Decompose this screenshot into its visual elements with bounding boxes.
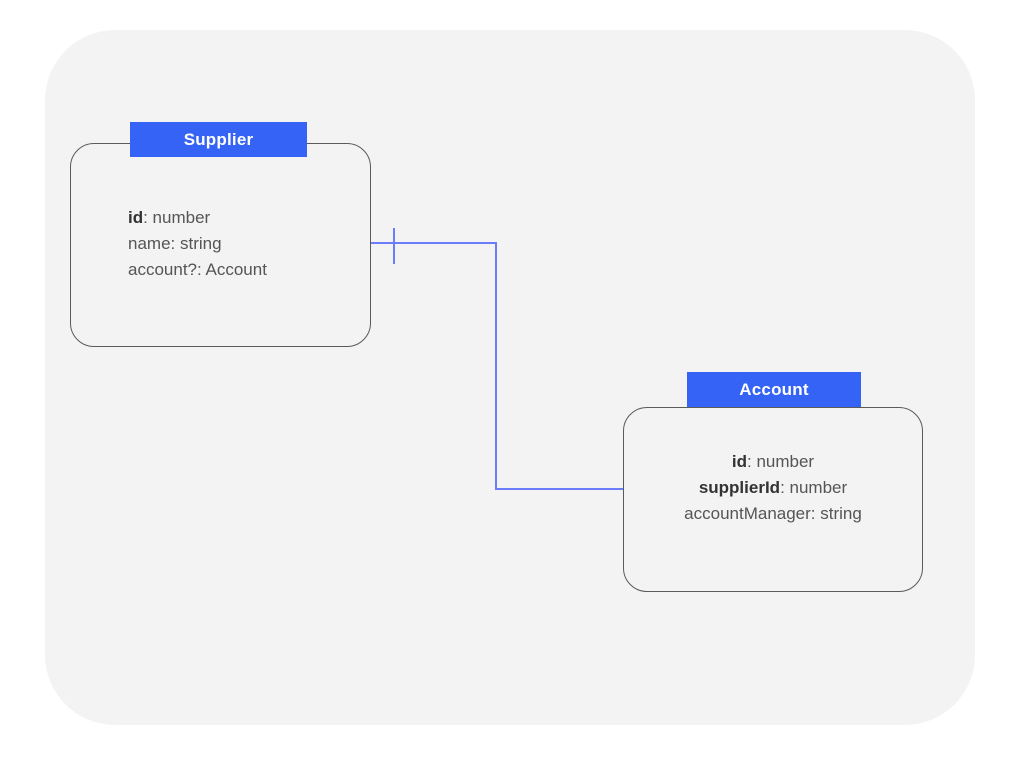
entity-box-account[interactable] [623, 407, 923, 592]
entity-attributes-supplier: id: number name: string account?: Accoun… [128, 205, 267, 283]
attribute-name: id [731, 452, 747, 471]
attribute-row: account?: Account [128, 257, 267, 283]
attribute-type: : Account [197, 260, 267, 279]
attribute-row: id: number [128, 205, 267, 231]
entity-title-account[interactable]: Account [687, 372, 861, 407]
attribute-name: accountManager [684, 504, 811, 523]
attribute-type: : string [170, 234, 222, 253]
attribute-type: : number [780, 478, 848, 497]
attribute-row: name: string [128, 231, 267, 257]
entity-attributes-account: id: number supplierId: number accountMan… [623, 449, 923, 527]
attribute-name: account? [128, 260, 197, 279]
attribute-row: supplierId: number [623, 475, 923, 501]
attribute-row: id: number [623, 449, 923, 475]
attribute-type: : number [747, 452, 815, 471]
attribute-name: id [128, 208, 144, 227]
entity-title-supplier[interactable]: Supplier [130, 122, 307, 157]
attribute-type: : string [810, 504, 862, 523]
attribute-name: name [128, 234, 171, 253]
attribute-row: accountManager: string [623, 501, 923, 527]
attribute-name: supplierId [698, 478, 781, 497]
attribute-type: : number [143, 208, 211, 227]
